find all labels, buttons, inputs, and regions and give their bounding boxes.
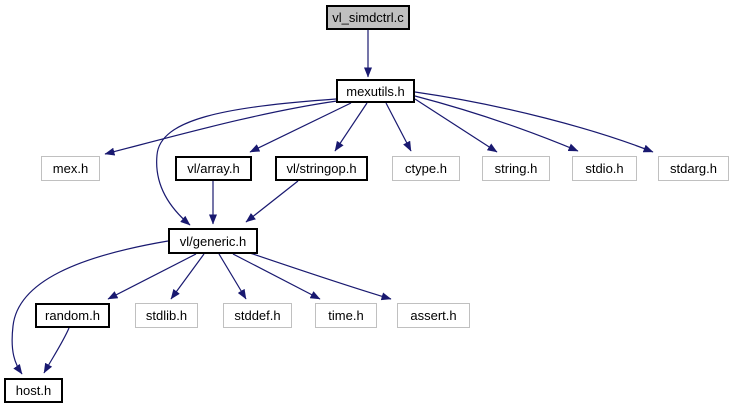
edge-vl_generic_h-to-time_h (232, 253, 321, 300)
edge-mexutils_h-to-string_h (414, 98, 498, 153)
node-vl_simdctrl_c: vl_simdctrl.c (326, 5, 410, 30)
node-vl_array_h[interactable]: vl/array.h (175, 156, 252, 181)
edge-mexutils_h-to-vl_generic_h (156, 98, 337, 226)
edge-vl_generic_h-to-stddef_h (218, 253, 247, 300)
node-vl_generic_h[interactable]: vl/generic.h (168, 228, 258, 254)
node-label: stdio.h (585, 161, 624, 176)
node-mexutils_h[interactable]: mexutils.h (336, 79, 415, 103)
edge-mexutils_h-to-vl_array_h (249, 102, 352, 153)
node-label: vl/stringop.h (286, 161, 357, 176)
node-label: vl/generic.h (179, 233, 247, 249)
node-label: vl/array.h (187, 161, 240, 176)
node-ctype_h: ctype.h (392, 156, 460, 181)
node-label: stdlib.h (145, 308, 188, 323)
edge-vl_generic_h-to-assert_h (246, 251, 392, 301)
edge-mexutils_h-to-mex_h (104, 100, 338, 156)
edge-mexutils_h-to-vl_stringop_h (334, 102, 368, 152)
node-stdio_h: stdio.h (572, 156, 637, 181)
edge-mexutils_h-to-stdio_h (414, 95, 579, 152)
edge-mexutils_h-to-ctype_h (385, 102, 412, 152)
node-label: host.h (15, 383, 52, 398)
node-label: time.h (328, 308, 364, 323)
node-label: mex.h (52, 161, 89, 176)
node-label: stdarg.h (670, 161, 717, 176)
node-stdlib_h: stdlib.h (135, 303, 198, 328)
node-label: assert.h (410, 308, 457, 323)
node-label: vl_simdctrl.c (332, 10, 404, 25)
node-label: mexutils.h (346, 83, 405, 99)
edge-vl_generic_h-to-host_h (11, 240, 169, 375)
edge-vl_generic_h-to-stdlib_h (170, 253, 205, 300)
node-label: string.h (494, 161, 538, 176)
node-stdarg_h: stdarg.h (658, 156, 729, 181)
edge-vl_stringop_h-to-vl_generic_h (245, 180, 299, 223)
node-host_h[interactable]: host.h (4, 378, 63, 403)
edge-mexutils_h-to-stdarg_h (414, 91, 654, 153)
node-stddef_h: stddef.h (223, 303, 292, 328)
node-assert_h: assert.h (397, 303, 470, 328)
edge-random_h-to-host_h (43, 327, 70, 374)
node-time_h: time.h (315, 303, 377, 328)
node-label: stddef.h (234, 308, 281, 323)
node-vl_stringop_h[interactable]: vl/stringop.h (275, 156, 368, 181)
node-random_h[interactable]: random.h (35, 303, 110, 328)
node-mex_h: mex.h (41, 156, 100, 181)
node-label: ctype.h (405, 161, 447, 176)
node-label: random.h (45, 308, 100, 323)
node-string_h: string.h (482, 156, 550, 181)
edge-vl_generic_h-to-random_h (107, 253, 197, 300)
